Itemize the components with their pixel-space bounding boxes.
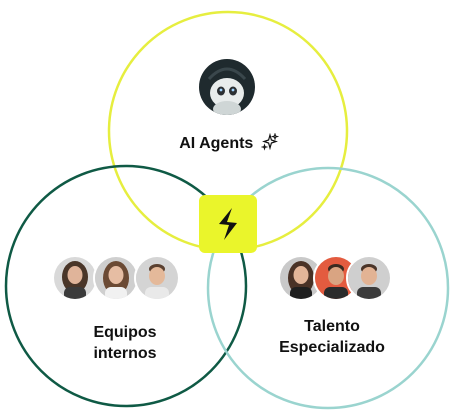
center-logo (199, 195, 257, 253)
specialized-talent-line1: Talento (304, 318, 360, 335)
s-bolt-logo-icon (219, 208, 237, 240)
internal-team-avatar-2 (93, 255, 139, 301)
ai-agents-text: AI Agents (179, 135, 254, 152)
talent-avatar-3 (346, 255, 392, 301)
internal-teams-label: Equipos internos (60, 322, 190, 364)
internal-teams-line2: internos (93, 345, 157, 362)
circle-internal-teams (4, 164, 248, 408)
specialized-talent-label: Talento Especializado (262, 316, 402, 358)
talent-avatar-1 (278, 255, 324, 301)
circle-specialized-talent (206, 166, 450, 410)
internal-team-avatar-1 (52, 255, 98, 301)
ai-robot-avatar (197, 57, 257, 117)
sparkles-icon (260, 132, 279, 151)
internal-teams-line1: Equipos (93, 324, 157, 341)
internal-team-avatar-3 (134, 255, 180, 301)
ai-agents-label: AI Agents (168, 132, 290, 154)
specialized-talent-line2: Especializado (279, 339, 385, 356)
